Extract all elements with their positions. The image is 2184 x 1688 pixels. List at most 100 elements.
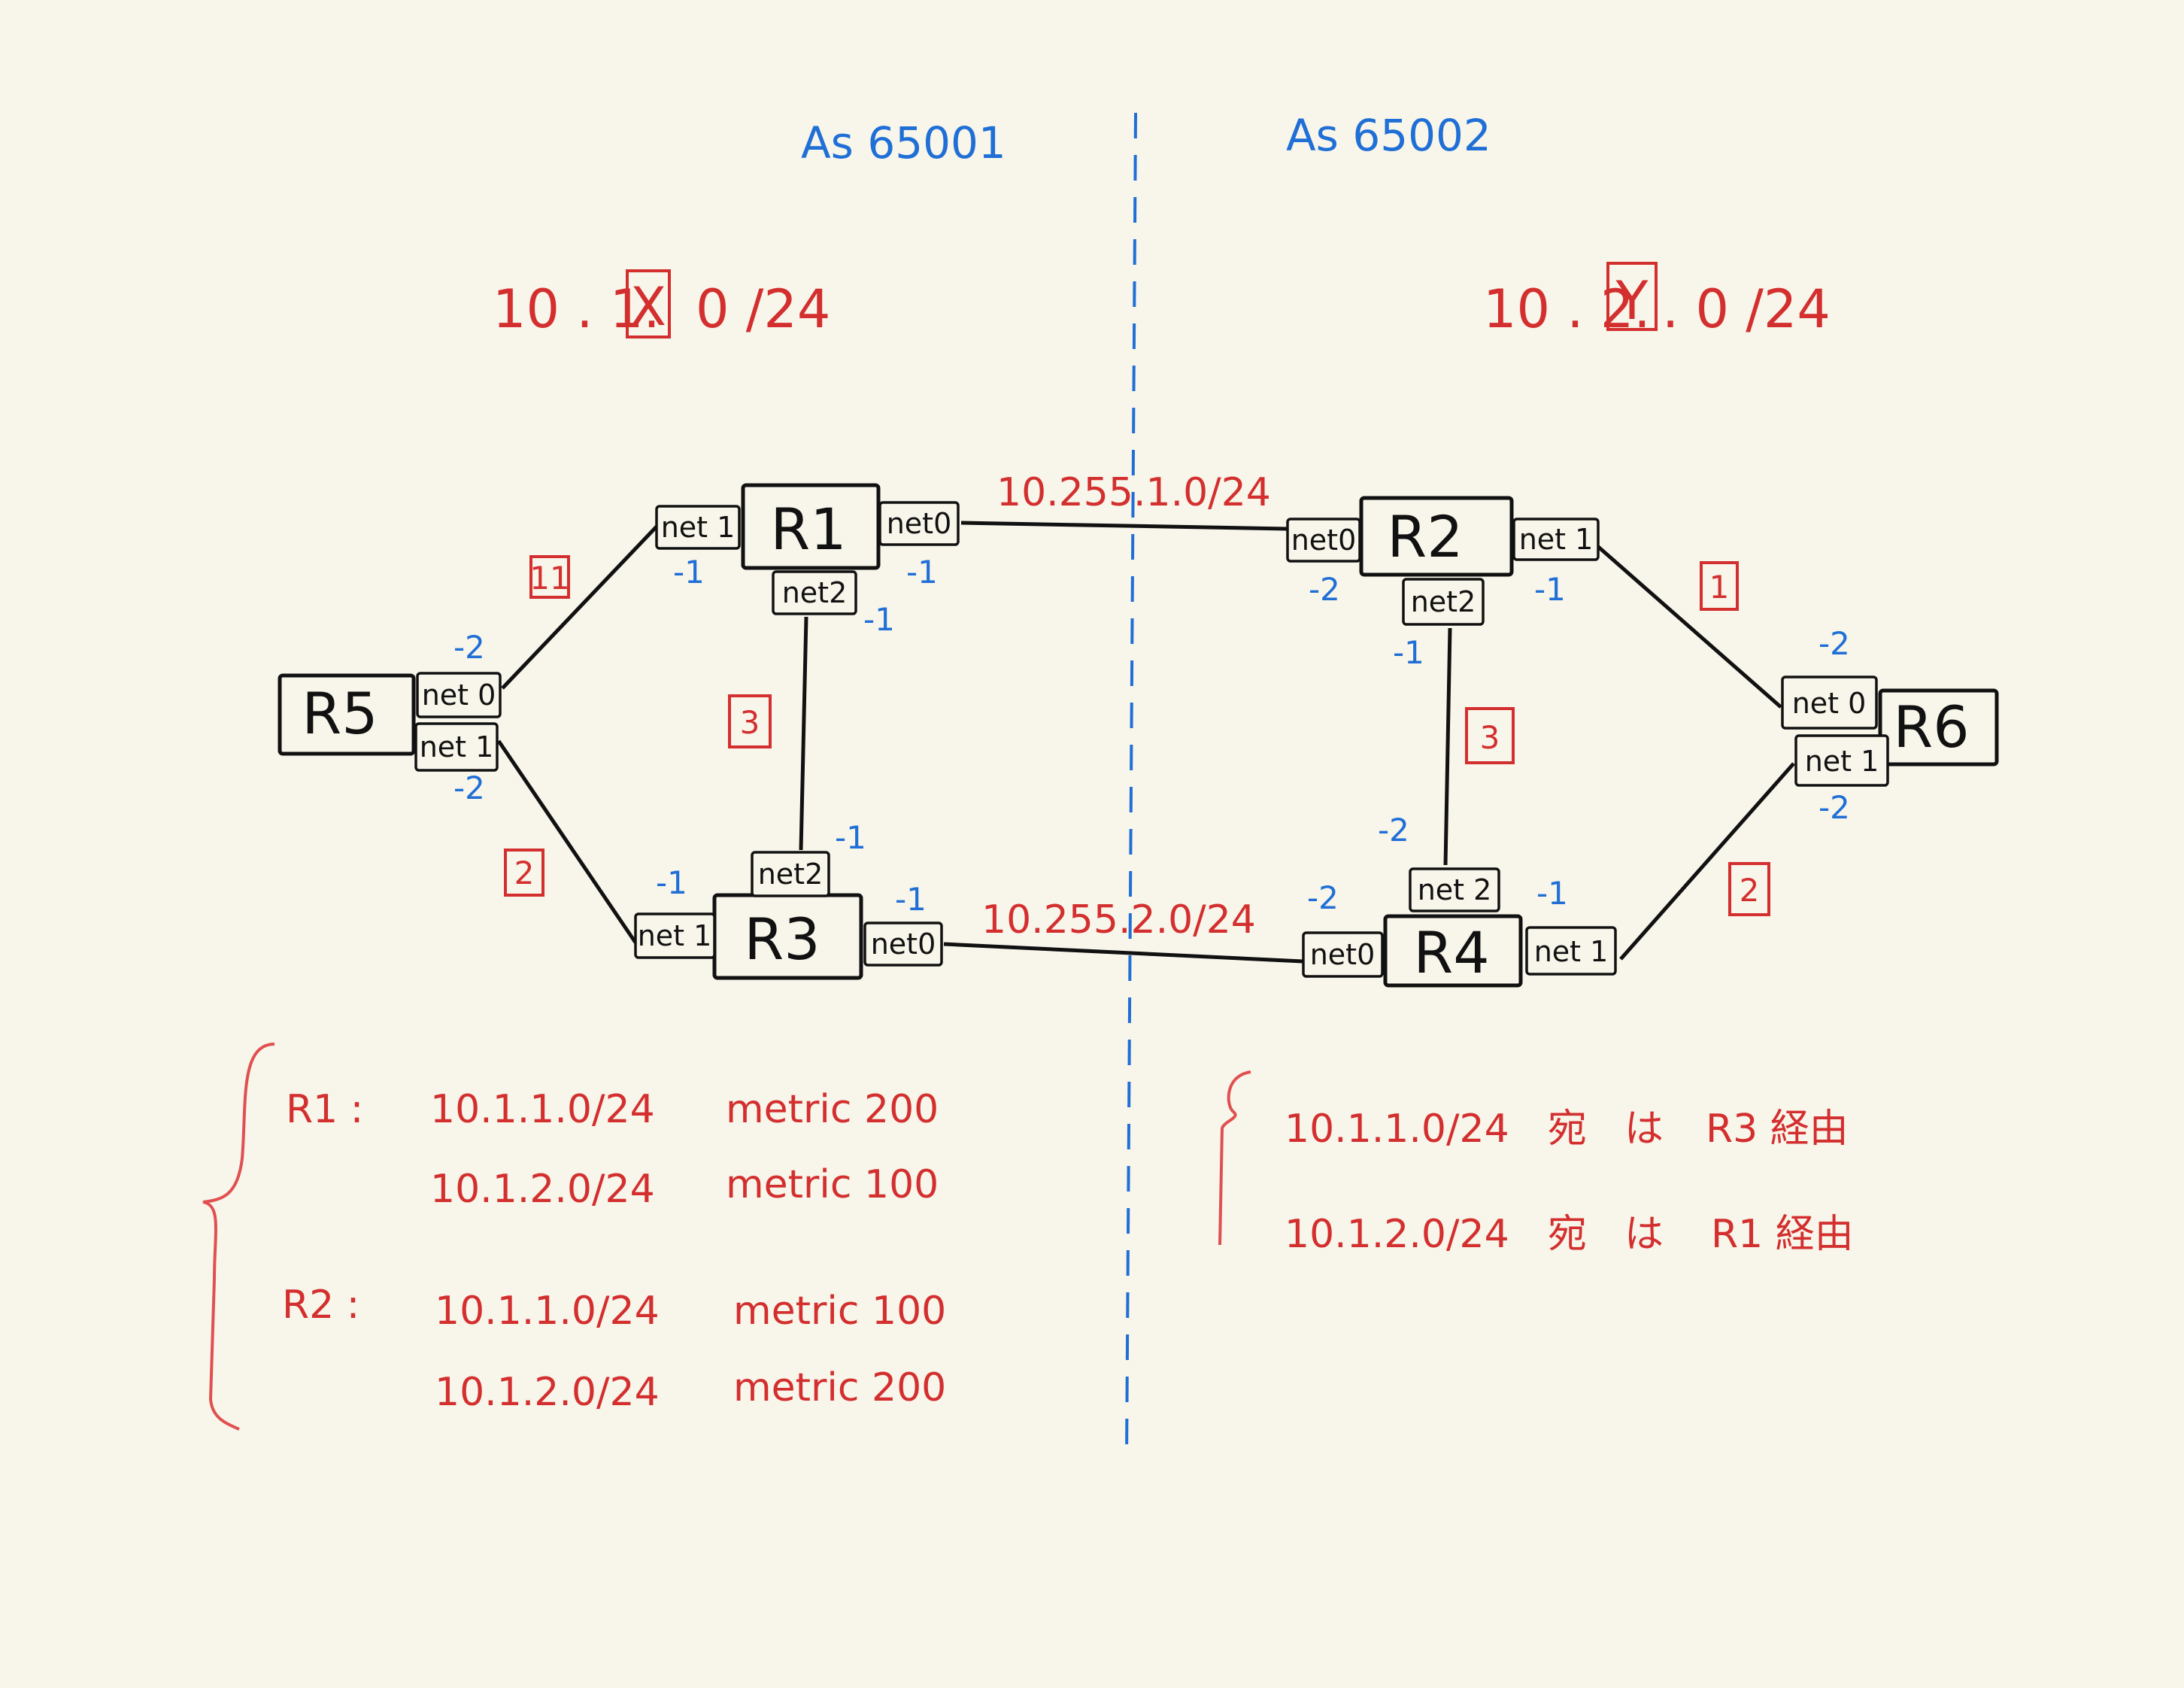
host-r3-net0: -1 [895,881,927,918]
as-left-label: As 65001 [801,117,1006,168]
host-r2-net2: -1 [1393,634,1424,671]
link-label-r1-r2: 10.255.1.0/24 [996,470,1271,515]
note-right-prefix-2: 10.1.2.0/24 [1285,1212,1509,1257]
notes-right-brace [1218,1070,1251,1246]
router-r1[interactable]: R1 [741,483,881,570]
router-r6[interactable]: R6 [1878,688,1999,767]
note-left-metric-3: metric 100 [733,1289,946,1334]
iface-r3-net2[interactable]: net2 [751,851,830,897]
host-r4-net2: -2 [1378,812,1409,849]
host-r6-net0: -2 [1818,625,1850,662]
subnet-right-suffix: . 0 /24 [1662,278,1831,340]
svg-text:net 1: net 1 [661,511,736,544]
iface-r3-net0[interactable]: net0 [863,921,943,967]
subnet-left-var: X [630,276,666,338]
svg-text:net 0: net 0 [422,679,496,712]
iface-r1-net1[interactable]: net 1 [655,505,741,550]
iface-r6-net0[interactable]: net 0 [1781,676,1878,730]
note-right-wa-2: は [1624,1212,1664,1257]
iface-r5-net1[interactable]: net 1 [414,722,499,772]
note-left-prefix-4: 10.1.2.0/24 [435,1370,660,1415]
svg-text:net2: net2 [1411,585,1476,618]
svg-text:2: 2 [1740,872,1760,909]
note-right-wa-1: は [1624,1107,1664,1152]
link-r2-r6 [1595,544,1782,709]
note-right-route-2: 宛 [1548,1212,1587,1257]
svg-text:net 1: net 1 [1519,523,1594,556]
router-r5[interactable]: R5 [278,673,416,756]
host-r1-net1: -1 [673,554,705,590]
subnet-right: 10 . 2. Y . 0 /24 [1483,262,1831,340]
subnet-left-suffix: 0 /24 [696,278,830,340]
iface-r4-net1[interactable]: net 1 [1525,926,1617,976]
link-label-r3-r4: 10.255.2.0/24 [981,897,1256,943]
svg-text:net 1: net 1 [420,730,494,764]
note-left-router-3: R2 : [282,1283,359,1328]
note-left-prefix-2: 10.1.2.0/24 [430,1167,655,1212]
cost-r5-r3: 2 [504,849,544,897]
svg-text:net 1: net 1 [1534,935,1609,968]
iface-r5-net0[interactable]: net 0 [416,672,502,718]
cost-r2-r4: 3 [1465,707,1515,764]
host-r4-net0: -2 [1307,879,1339,916]
iface-r1-net0[interactable]: net0 [878,501,960,546]
host-r1-net2: -1 [863,601,895,638]
notes-left-brace [202,1043,275,1431]
link-r1-r2 [960,521,1288,531]
note-right-via-1: R3 経由 [1706,1107,1849,1152]
cost-r5-r1: 11 [529,555,570,599]
router-r4[interactable]: R4 [1383,914,1523,988]
note-left-metric-2: metric 100 [726,1162,939,1207]
svg-text:net0: net0 [887,507,952,540]
svg-text:3: 3 [1480,719,1500,756]
host-r1-net0: -1 [906,554,938,590]
link-r5-r3 [496,739,638,944]
iface-r6-net1[interactable]: net 1 [1794,734,1889,787]
link-r2-r4 [1443,627,1452,866]
iface-r3-net1[interactable]: net 1 [634,912,716,959]
router-r6-label: R6 [1893,694,1969,761]
router-r3[interactable]: R3 [712,893,863,980]
link-r4-r6 [1619,762,1795,961]
note-left-metric-4: metric 200 [733,1365,946,1410]
iface-r2-net2[interactable]: net2 [1402,578,1485,626]
svg-text:2: 2 [514,855,535,891]
iface-r1-net2[interactable]: net2 [772,570,857,615]
note-right-prefix-1: 10.1.1.0/24 [1285,1107,1509,1152]
as-right-label: As 65002 [1286,110,1491,161]
router-r4-label: R4 [1413,919,1489,986]
link-r1-r3 [799,616,808,851]
svg-text:1: 1 [1709,569,1730,606]
router-r1-label: R1 [770,496,846,563]
iface-r2-net1[interactable]: net 1 [1512,518,1600,561]
host-r5-net1: -2 [453,770,485,806]
svg-text:net 1: net 1 [638,919,712,952]
iface-r2-net0[interactable]: net0 [1286,518,1361,563]
note-right-via-2: R1 経由 [1711,1212,1854,1257]
svg-text:net0: net0 [871,927,936,961]
router-r5-label: R5 [302,680,378,747]
host-r2-net0: -2 [1309,571,1340,608]
svg-text:net 0: net 0 [1792,687,1867,720]
note-left-router-1: R1 : [286,1087,363,1132]
notes-left: R1 : 10.1.1.0/24 metric 200 10.1.2.0/24 … [282,1087,946,1415]
notes-right: 10.1.1.0/24 宛 は R3 経由 10.1.2.0/24 宛 は R1… [1285,1107,1854,1257]
cost-r2-r6: 1 [1700,561,1739,611]
router-r3-label: R3 [744,906,820,973]
svg-text:3: 3 [740,704,760,741]
iface-r4-net2[interactable]: net 2 [1409,867,1500,912]
host-r6-net1: -2 [1818,789,1850,826]
subnet-left-box [626,269,671,339]
link-r3-r4 [943,942,1303,964]
as-divider [1125,112,1137,1460]
router-r2-label: R2 [1387,503,1463,570]
subnet-right-box [1606,262,1658,331]
iface-r4-net0[interactable]: net0 [1302,931,1384,978]
cost-r4-r6: 2 [1728,862,1770,916]
subnet-left-prefix: 10 . 1. [493,278,660,340]
note-right-route-1: 宛 [1548,1107,1587,1152]
router-r2[interactable]: R2 [1359,496,1514,577]
host-r3-net1: -1 [656,864,687,901]
subnet-right-var: Y [1615,270,1649,332]
